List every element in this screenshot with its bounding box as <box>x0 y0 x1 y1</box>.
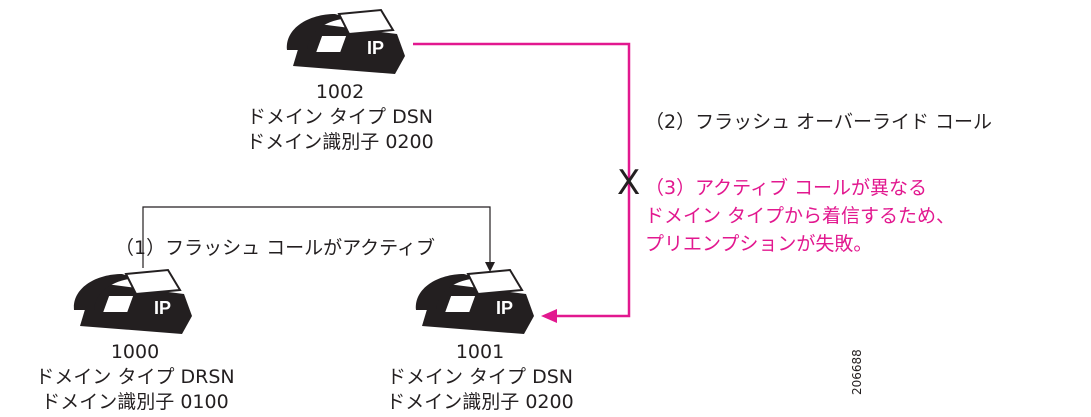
svg-text:IP: IP <box>496 298 513 318</box>
phone-1002-label: 1002 ドメイン タイプ DSN ドメイン識別子 0200 <box>220 80 460 155</box>
blocked-x-mark: X <box>617 163 641 203</box>
step1-note: （1）フラッシュ コールがアクティブ <box>115 237 436 259</box>
phone-1000-label: 1000 ドメイン タイプ DRSN ドメイン識別子 0100 <box>0 340 270 415</box>
step2-note: （2）フラッシュ オーバーライド コール <box>645 111 992 133</box>
ip-phone-icon: IP <box>73 268 192 334</box>
ip-phone-icon: IP <box>415 268 534 334</box>
domain-type: ドメイン タイプ DSN <box>387 366 573 388</box>
domain-type: ドメイン タイプ DRSN <box>35 366 235 388</box>
figure-id: 206688 <box>850 349 864 395</box>
active-call-path <box>142 206 495 272</box>
svg-text:IP: IP <box>154 298 171 318</box>
step3-line: ドメイン タイプから着信するため、 <box>645 205 956 227</box>
step3-line: （3）アクティブ コールが異なる <box>645 177 928 199</box>
phone-number: 1001 <box>455 341 505 363</box>
phone-number: 1000 <box>110 341 160 363</box>
step3-line: プリエンプションが失敗。 <box>645 233 873 255</box>
domain-id: ドメイン識別子 0100 <box>41 391 229 413</box>
svg-text:IP: IP <box>367 38 384 58</box>
override-call-path <box>413 42 631 318</box>
step3-note: （3）アクティブ コールが異なる ドメイン タイプから着信するため、 プリエンプ… <box>645 174 955 258</box>
domain-id: ドメイン識別子 0200 <box>386 391 574 413</box>
ip-phone-icon: IP <box>286 8 405 74</box>
phone-number: 1002 <box>315 81 365 103</box>
override-arrowhead <box>541 309 557 323</box>
domain-id: ドメイン識別子 0200 <box>246 131 434 153</box>
domain-type: ドメイン タイプ DSN <box>247 106 433 128</box>
phone-1001-label: 1001 ドメイン タイプ DSN ドメイン識別子 0200 <box>360 340 600 415</box>
